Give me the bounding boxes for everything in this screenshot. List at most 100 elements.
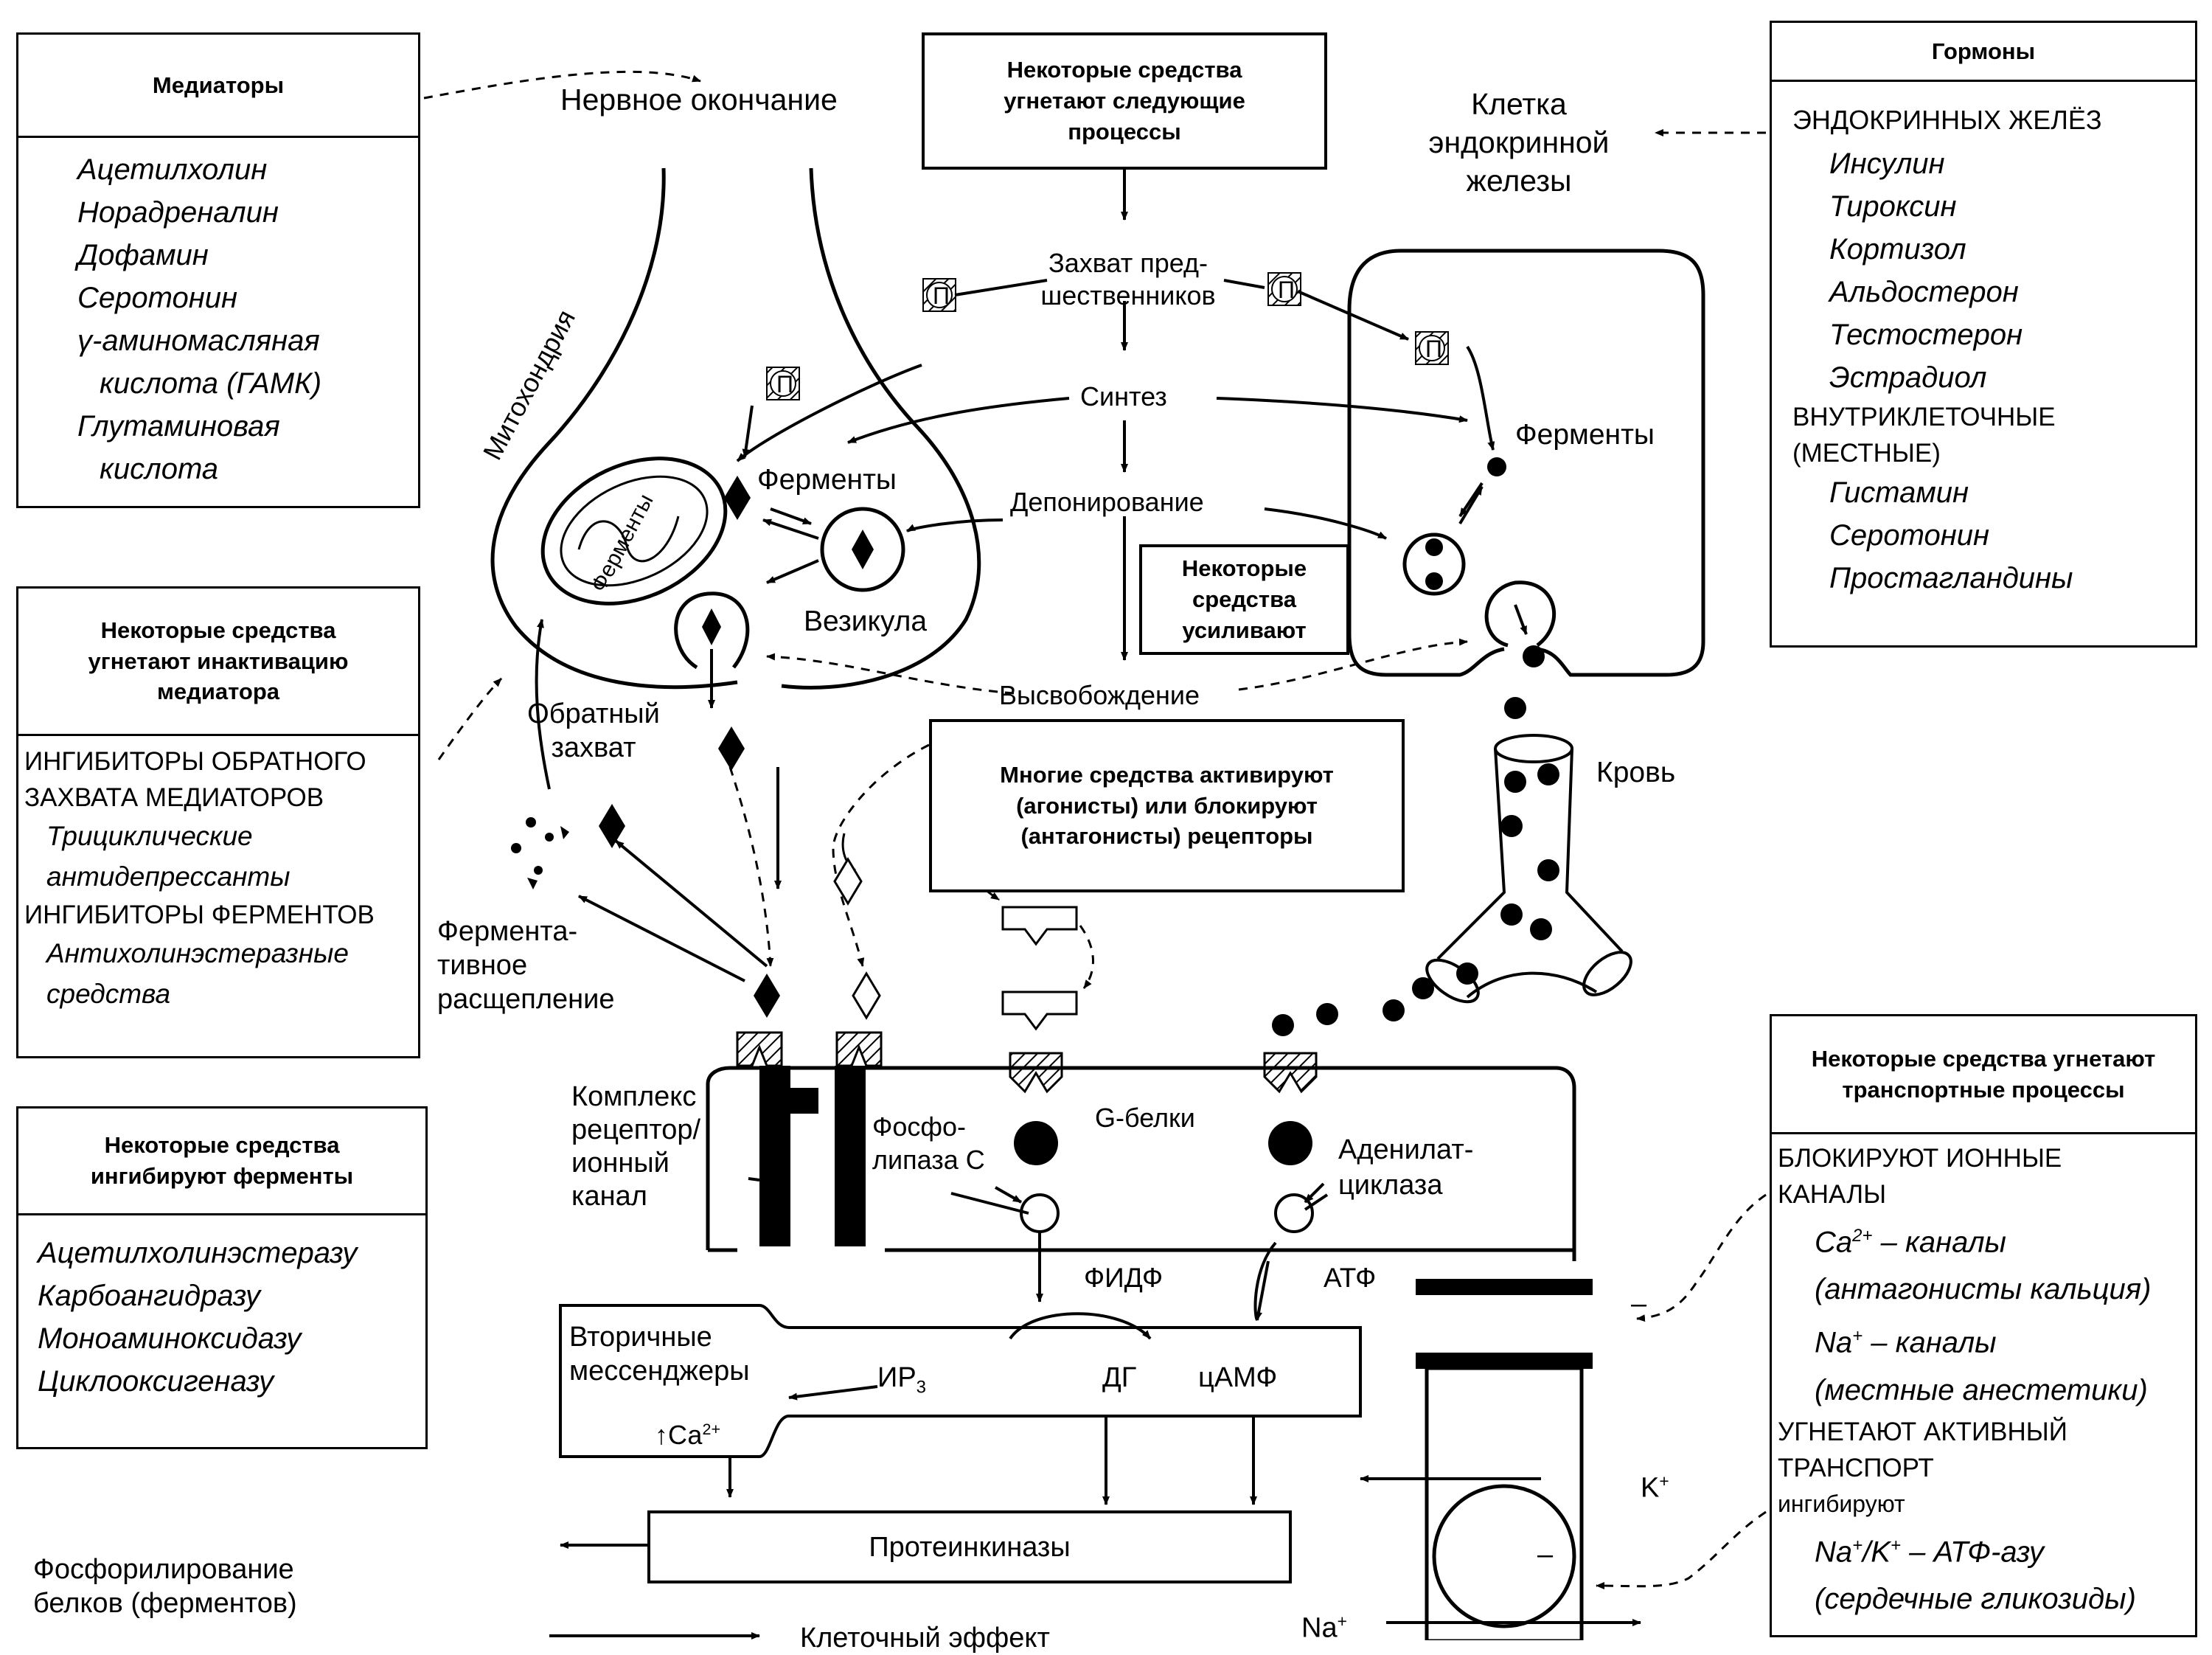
precursor-box-3 [1267, 272, 1301, 306]
reuptake-label: Обратный захват [516, 697, 671, 765]
ip3-label: ИР3 [877, 1361, 926, 1405]
ac-label-line: Аденилат- [1338, 1134, 1474, 1165]
uptake-label: Захват пред- шественников [1018, 247, 1239, 312]
complex-label-line: Комплекс [571, 1081, 697, 1112]
nerve-ending-label: Нервное окончание [560, 83, 838, 117]
enzyme-item: Моноаминоксидазу [38, 1322, 302, 1355]
k-sup: + [1659, 1471, 1669, 1491]
endocrine-label-line: Клетка [1471, 87, 1567, 121]
hormone-item: Тестостерон [1829, 319, 2023, 351]
ip3-sub: 3 [916, 1377, 927, 1398]
transport-line: Na+ – каналы [1815, 1326, 1997, 1359]
adenylate-cyclase-label: Аденилат- циклаза [1338, 1132, 1473, 1203]
deposition-label: Депонирование [1010, 487, 1204, 517]
phos-label-line: белков (ферментов) [33, 1588, 297, 1619]
precursor-label: П [933, 282, 950, 309]
receptor-complex-label: Комплекс рецептор/ ионный канал [571, 1080, 700, 1213]
mediators-box: Медиаторы Ацетилхолин Норадреналин Дофам… [16, 32, 420, 508]
calcium-text: ↑Са [655, 1420, 703, 1450]
transport-line: (сердечные гликозиды) [1815, 1582, 2136, 1615]
transport-line: УГНЕТАЮТ АКТИВНЫЙ [1778, 1417, 2067, 1446]
cell-effect-label: Клеточный эффект [800, 1623, 1050, 1654]
precursor-box-4 [1415, 331, 1449, 365]
endocrine-label-line: железы [1466, 164, 1572, 198]
reuptake-label-line: Обратный [527, 698, 660, 729]
transport-line: (местные анестетики) [1815, 1373, 2148, 1406]
hormones-box: Гормоны ЭНДОКРИННЫХ ЖЕЛЁЗ Инсулин Тирокс… [1770, 21, 2197, 648]
inactivation-line: ЗАХВАТА МЕДИАТОРОВ [24, 783, 324, 812]
transport-line: Ca2+ – каналы [1815, 1226, 2006, 1259]
calcium-up-label: ↑Са2+ [655, 1412, 720, 1452]
enzyme-item: Карбоангидразу [38, 1280, 261, 1312]
inactivation-box: Некоторые средства угнетают инактивацию … [16, 586, 420, 1058]
hormone-item: Серотонин [1829, 519, 1990, 552]
mediator-item: Норадреналин [77, 196, 279, 229]
transport-text: – каналы [1880, 1226, 2006, 1259]
hormone-item: Простагландины [1829, 562, 2073, 594]
inactivation-line: Антихолинэстеразные [46, 938, 349, 968]
hormone-item: Гистамин [1829, 476, 1969, 509]
transport-sup: + [1852, 1326, 1863, 1347]
mediator-item: кислота (ГАМК) [100, 367, 322, 400]
mediator-item: γ-аминомасляная [77, 325, 320, 357]
transport-text: /K [1863, 1535, 1891, 1568]
endocrine-cell-outline [1347, 249, 1705, 677]
complex-label-line: рецептор/ [571, 1114, 701, 1145]
k-text: K [1641, 1472, 1660, 1504]
hormones-group: ЭНДОКРИННЫХ ЖЕЛЁЗ [1792, 105, 2102, 135]
synthesis-label: Синтез [1080, 381, 1167, 412]
precursor-label: П [1425, 336, 1442, 362]
transport-sup: 2+ [1852, 1226, 1873, 1246]
transport-title: Некоторые средства угнетают транспортные… [1772, 1016, 2195, 1134]
hormone-item: Инсулин [1829, 148, 1945, 180]
protein-kinase-box [647, 1510, 1292, 1583]
complex-label-line: канал [571, 1181, 647, 1212]
inhibit-sign-pump: – [1537, 1539, 1554, 1570]
vesicle-label: Везикула [804, 606, 928, 637]
transport-line: ингибируют [1778, 1490, 1905, 1517]
nerve-terminal-outline-right [781, 167, 981, 690]
enhance-box: Некоторые средства усиливают [1139, 544, 1349, 655]
transport-box: Некоторые средства угнетают транспортные… [1770, 1014, 2197, 1637]
uptake-label-line: шественников [1040, 280, 1216, 310]
second-label-line: Вторичные [569, 1322, 712, 1353]
atp-label: АТФ [1324, 1263, 1377, 1293]
inactivation-line: средства [46, 979, 171, 1009]
blood-vessel [1425, 734, 1632, 1004]
nerve-terminal-outline [490, 167, 738, 690]
hormone-item: Эстрадиол [1829, 361, 1987, 394]
hormones-group: ВНУТРИКЛЕТОЧНЫЕ [1792, 403, 2056, 431]
g-protein-label: G-белки [1095, 1103, 1195, 1133]
hormone-item: Тироксин [1829, 190, 1957, 223]
mediator-item: кислота [100, 453, 219, 485]
mediator-item: Дофамин [77, 239, 209, 271]
transport-text: – АТФ-азу [1909, 1535, 2044, 1568]
pip2-label: ФИДФ [1084, 1263, 1164, 1293]
uptake-label-line: Захват пред- [1048, 248, 1208, 278]
phos-label-line: Фосфорилирование [33, 1554, 294, 1585]
plc-label-line: липаза С [872, 1145, 985, 1175]
camp-label: цАМФ [1198, 1362, 1278, 1393]
enzyme-item: Циклооксигеназу [38, 1365, 274, 1398]
precursor-label: П [776, 371, 793, 398]
precursor-label: П [1278, 277, 1295, 303]
ac-label-line: циклаза [1338, 1170, 1443, 1201]
dg-label: ДГ [1102, 1362, 1137, 1393]
potassium-label: K+ [1641, 1464, 1669, 1505]
mediator-item: Ацетилхолин [77, 153, 268, 186]
ip3-text: ИР [877, 1362, 917, 1393]
endocrine-label-line: эндокринной [1428, 125, 1610, 159]
mediators-title: Медиаторы [18, 35, 418, 138]
enzymes-box-title: Некоторые средства ингибируют ферменты [18, 1108, 425, 1215]
transport-line: КАНАЛЫ [1778, 1180, 1887, 1209]
target-cell-membrane [706, 1066, 1576, 1261]
precursor-box-2 [766, 367, 800, 400]
inactivation-line: антидепрессанты [46, 861, 291, 892]
protein-kinases-label: Протеинкиназы [869, 1532, 1071, 1563]
transport-line: ТРАНСПОРТ [1778, 1453, 1934, 1482]
transport-line: Na+/K+ – АТФ-азу [1815, 1535, 2044, 1568]
transport-line: БЛОКИРУЮТ ИОННЫЕ [1778, 1144, 2062, 1173]
hormones-title: Гормоны [1772, 23, 2195, 82]
mediator-item: Серотонин [77, 282, 238, 314]
calcium-sup: 2+ [702, 1420, 721, 1438]
